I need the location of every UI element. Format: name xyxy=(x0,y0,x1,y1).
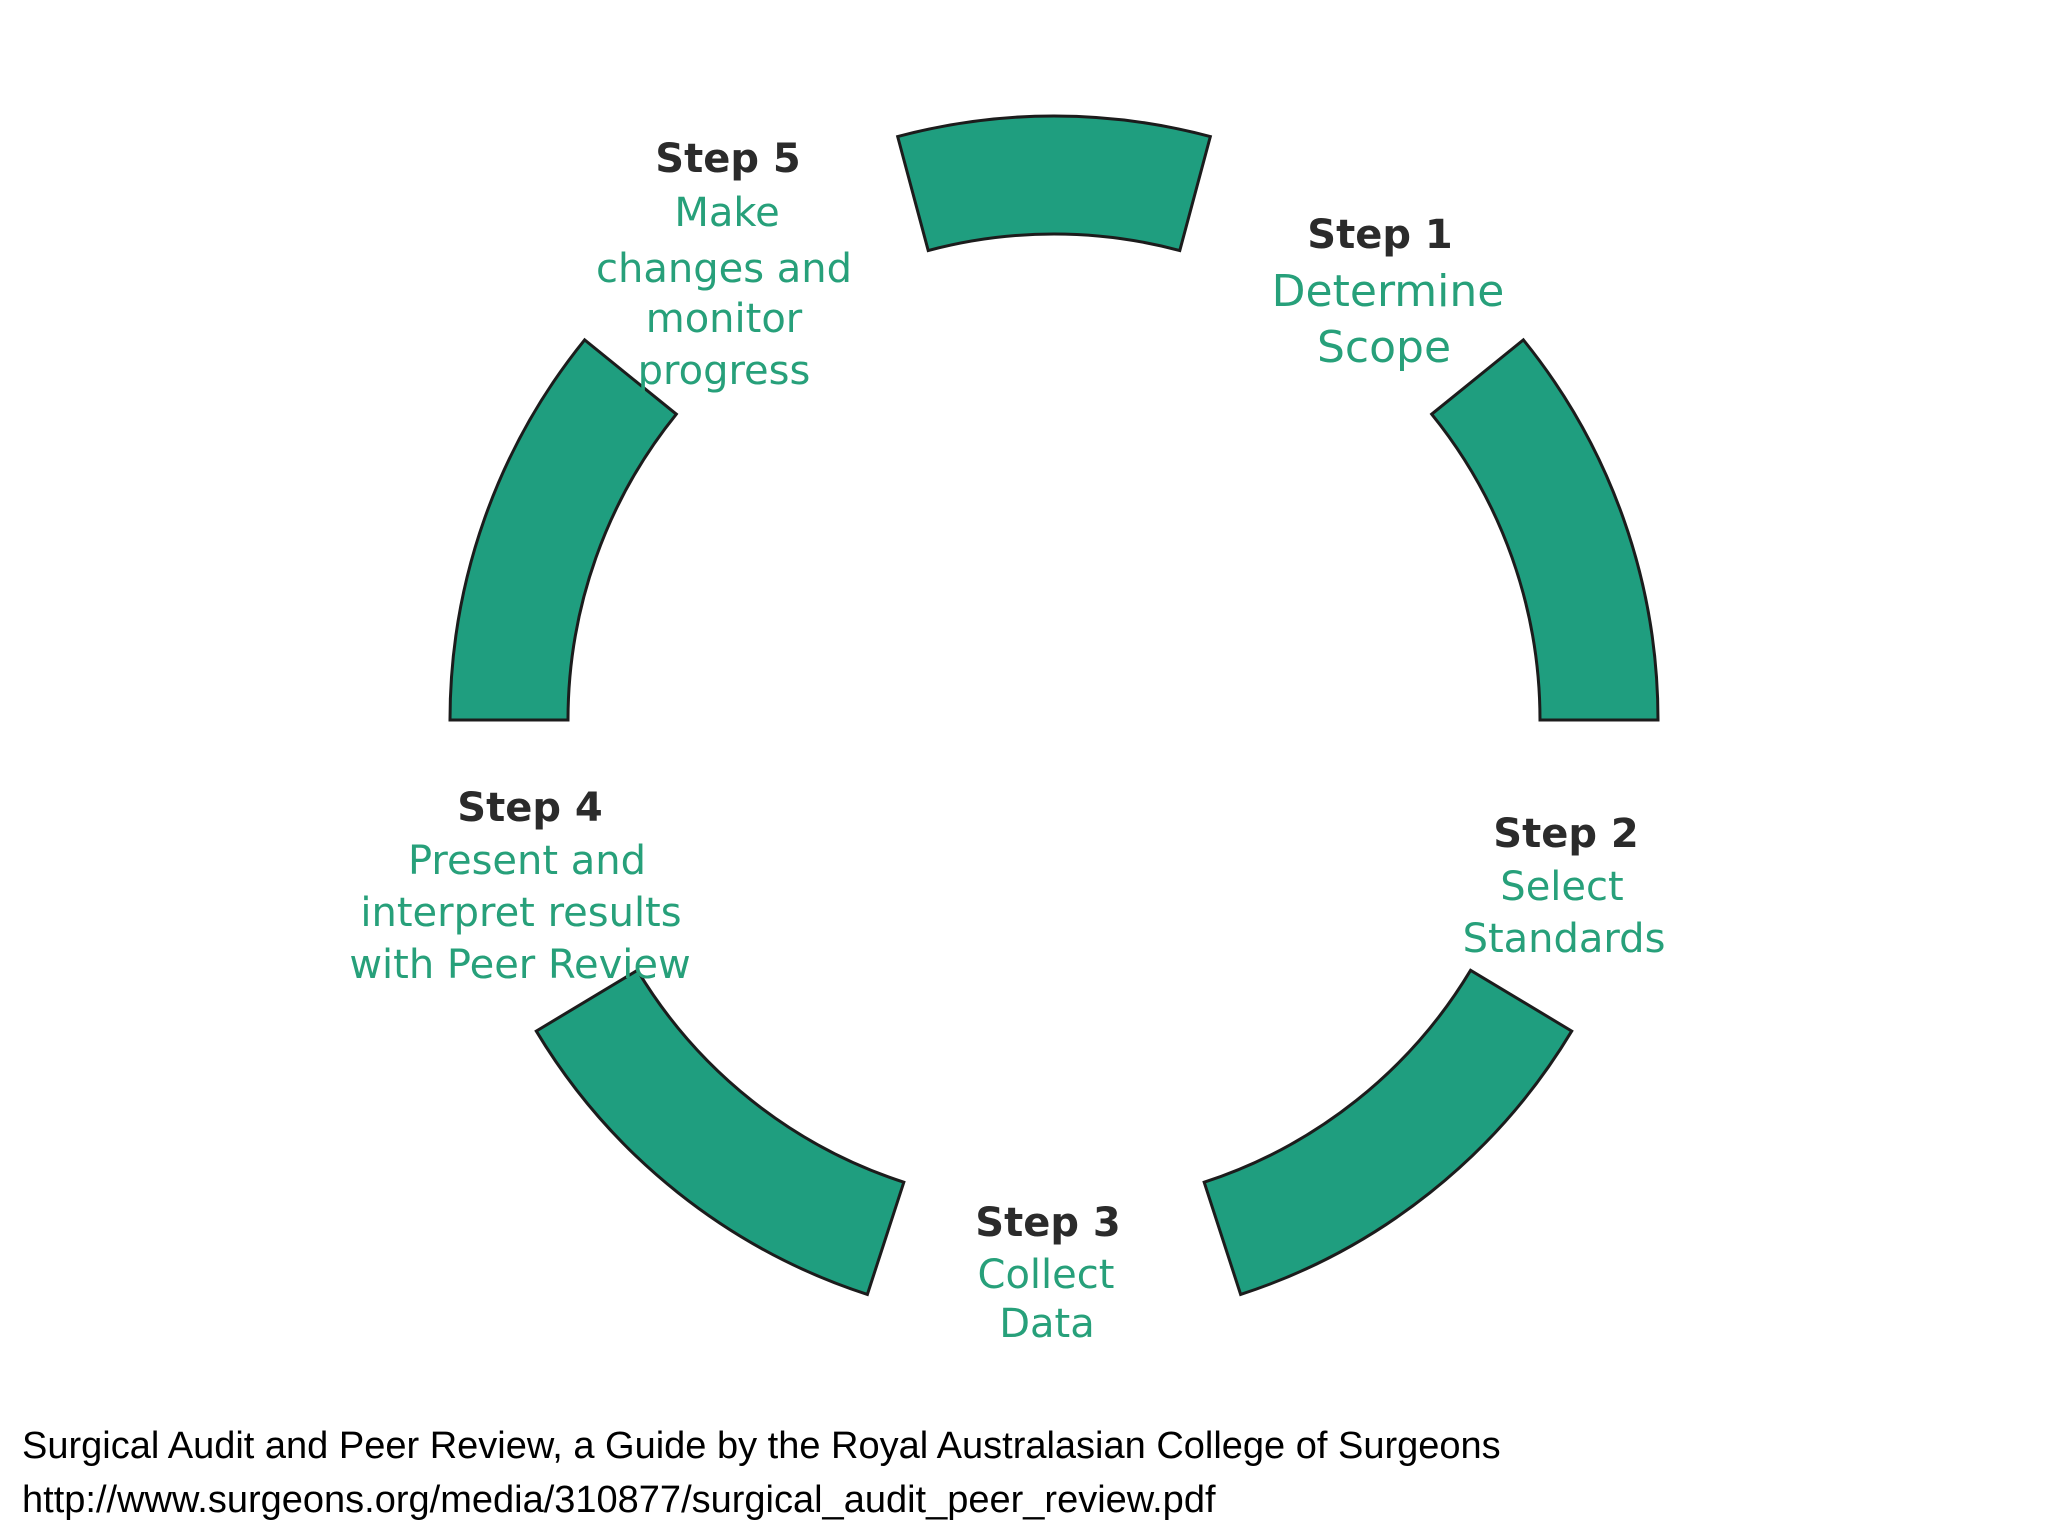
citation-title: Surgical Audit and Peer Review, a Guide … xyxy=(22,1425,1501,1467)
step-5-desc-line-1: Make xyxy=(674,190,779,236)
step-2-label: Step 2 Select Standards xyxy=(1463,811,1666,962)
step-3-segment xyxy=(534,968,906,1297)
step-1-desc-line-2: Scope xyxy=(1317,322,1451,373)
step-5-heading: Step 5 xyxy=(655,136,800,182)
step-1-heading: Step 1 xyxy=(1307,212,1452,258)
citation-url: http://www.surgeons.org/media/310877/sur… xyxy=(22,1479,1216,1521)
cycle-segments xyxy=(448,114,1660,1297)
step-3-desc-line-1: Collect xyxy=(978,1252,1115,1298)
step-3-heading: Step 3 xyxy=(975,1200,1120,1246)
step-2-desc-line-1: Select xyxy=(1500,864,1623,910)
step-5-segment xyxy=(895,114,1213,253)
step-4-desc-line-3: with Peer Review xyxy=(349,942,690,988)
step-5-label: Step 5 Make changes and monitor progress xyxy=(596,136,852,394)
step-2-segment xyxy=(1202,968,1574,1297)
step-3-label: Step 3 Collect Data xyxy=(975,1200,1120,1347)
step-4-segment xyxy=(448,337,679,722)
step-5-desc-line-3: monitor xyxy=(646,296,803,342)
step-4-desc-line-1: Present and xyxy=(408,838,646,884)
step-2-heading: Step 2 xyxy=(1493,811,1638,857)
step-4-heading: Step 4 xyxy=(457,785,602,831)
step-5-desc-line-2: changes and xyxy=(596,246,852,292)
step-2-desc-line-2: Standards xyxy=(1463,916,1666,962)
step-1-label: Step 1 Determine Scope xyxy=(1272,212,1505,373)
step-4-label: Step 4 Present and interpret results wit… xyxy=(349,785,690,988)
step-1-desc-line-1: Determine xyxy=(1272,266,1505,317)
step-4-desc-line-2: interpret results xyxy=(360,890,681,936)
step-3-desc-line-2: Data xyxy=(999,1301,1095,1347)
step-1-segment xyxy=(1429,337,1660,722)
step-5-desc-line-4: progress xyxy=(638,348,811,394)
